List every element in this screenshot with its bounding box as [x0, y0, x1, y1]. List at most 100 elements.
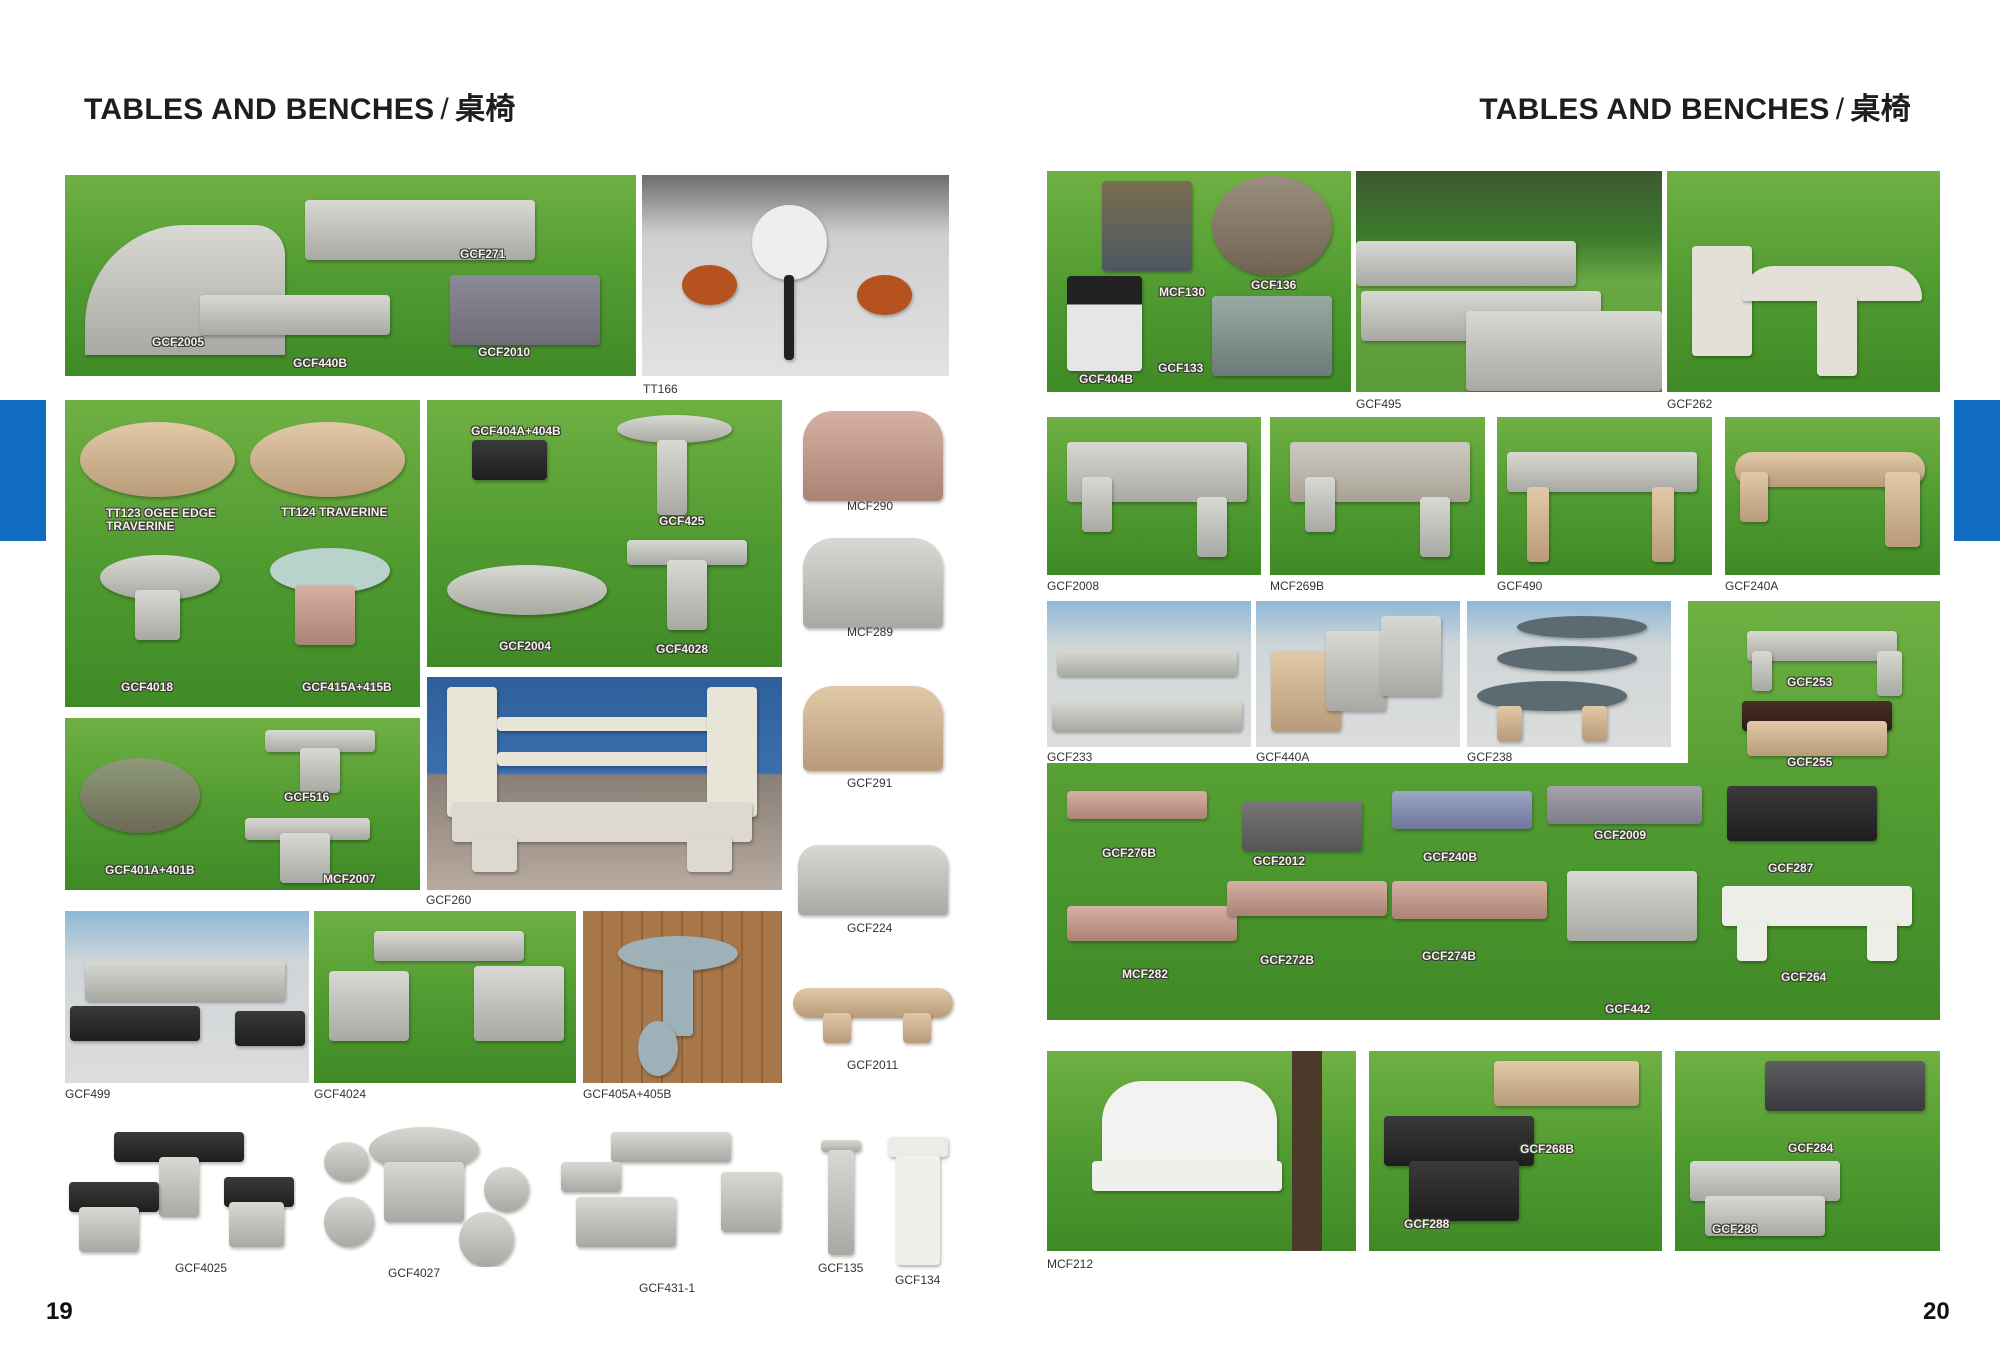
title-text: TABLES AND BENCHES	[1479, 93, 1830, 126]
product-photo-gcf262	[1667, 171, 1940, 392]
product-label: GCF240B	[1423, 850, 1478, 864]
product-label: TT124 TRAVERINE	[281, 505, 388, 519]
product-label: MCF282	[1122, 967, 1169, 981]
product-label: GCF286	[1712, 1222, 1758, 1236]
product-photo-gcf2011	[788, 978, 962, 1058]
product-caption: GCF431-1	[639, 1281, 696, 1295]
product-label: GCF425	[659, 514, 705, 528]
product-label: GCF272B	[1260, 953, 1315, 967]
product-label: GCF401A+401B	[105, 863, 195, 877]
product-label: GCF516	[284, 790, 330, 804]
product-photo-gcf134	[882, 1133, 954, 1273]
product-caption: TT166	[643, 382, 678, 396]
product-caption: GCF134	[895, 1273, 941, 1287]
product-label: MCF130	[1159, 285, 1206, 299]
product-label: GCF4018	[121, 680, 174, 694]
product-photo-stone-stools	[1047, 171, 1351, 392]
product-photo-rock-sets	[65, 718, 420, 890]
product-photo-traverine-tables	[65, 400, 420, 707]
title-chinese: 桌椅	[455, 92, 516, 127]
product-caption: GCF440A	[1256, 750, 1310, 764]
product-caption: MCF269B	[1270, 579, 1325, 593]
product-label: GCF404B	[1079, 372, 1134, 386]
product-label: GCF288	[1404, 1217, 1450, 1231]
product-photo-gcf238	[1467, 601, 1671, 747]
product-label: GCF274B	[1422, 949, 1477, 963]
product-label: GCF2005	[152, 335, 205, 349]
product-label: GCF253	[1787, 675, 1833, 689]
product-label: GCF287	[1768, 861, 1814, 875]
product-label: GCF2004	[499, 639, 552, 653]
product-label: GCF271	[460, 247, 506, 261]
title-separator: /	[440, 93, 450, 126]
product-caption: GCF262	[1667, 397, 1713, 411]
product-photo-mcf289	[788, 533, 962, 648]
title-text: TABLES AND BENCHES	[84, 93, 435, 126]
title-chinese: 桌椅	[1850, 92, 1911, 127]
product-photo-gcf490	[1497, 417, 1712, 575]
product-label: GCF133	[1158, 361, 1204, 375]
product-label: GCF276B	[1102, 846, 1157, 860]
product-caption: GCF495	[1356, 397, 1402, 411]
product-caption: MCF290	[847, 499, 894, 513]
product-label: GCF404A+404B	[471, 424, 561, 438]
product-photo-stump-sets	[427, 400, 782, 667]
product-photo-mcf290	[788, 406, 962, 521]
product-caption: GCF135	[818, 1261, 864, 1275]
product-photo-gcf4024	[314, 911, 576, 1083]
product-caption: MCF289	[847, 625, 894, 639]
page-number-right: 20	[1923, 1298, 1950, 1325]
product-label: GCF442	[1605, 1002, 1651, 1016]
product-photo-benches-grass	[65, 175, 636, 376]
product-photo-gcf2008	[1047, 417, 1261, 575]
title-separator: /	[1835, 93, 1845, 126]
product-photo-mcf212	[1047, 1051, 1356, 1251]
product-label: GCF268B	[1520, 1142, 1575, 1156]
right-page-title: TABLES AND BENCHES/桌椅	[1479, 84, 1911, 128]
product-caption: GCF233	[1047, 750, 1093, 764]
right-section-tab	[1954, 400, 2000, 541]
product-photo-gcf495	[1356, 171, 1662, 392]
product-photo-gcf4027	[314, 1122, 536, 1267]
product-label: MCF2007	[323, 872, 376, 886]
product-photo-gcf431-1	[556, 1122, 784, 1282]
product-caption: GCF4025	[175, 1261, 228, 1275]
product-caption: GCF238	[1467, 750, 1513, 764]
product-photo-gcf405	[583, 911, 782, 1083]
product-label: GCF136	[1251, 278, 1297, 292]
product-photo-gcf224	[788, 840, 962, 940]
product-caption: MCF212	[1047, 1257, 1094, 1271]
product-photo-gcf260	[427, 677, 782, 890]
product-photo-mcf269b	[1270, 417, 1485, 575]
product-label: GCF284	[1788, 1141, 1834, 1155]
page-number-left: 19	[46, 1298, 73, 1325]
product-caption: GCF2008	[1047, 579, 1100, 593]
product-caption: GCF499	[65, 1087, 111, 1101]
product-caption: GCF291	[847, 776, 893, 790]
product-label: GCF2010	[478, 345, 531, 359]
product-label: GCF264	[1781, 970, 1827, 984]
product-caption: GCF490	[1497, 579, 1543, 593]
product-photo-gcf233	[1047, 601, 1251, 747]
product-label: GCF4028	[656, 642, 709, 656]
product-label: GCF2009	[1594, 828, 1647, 842]
product-caption: GCF4024	[314, 1087, 367, 1101]
product-label: GCF2012	[1253, 854, 1306, 868]
product-caption: GCF240A	[1725, 579, 1779, 593]
product-caption: GCF224	[847, 921, 893, 935]
product-photo-bistro-table	[642, 175, 949, 376]
product-photo-gcf288-gcf268b	[1369, 1051, 1662, 1251]
product-caption: GCF2011	[847, 1058, 899, 1072]
product-caption: GCF405A+405B	[583, 1087, 672, 1101]
product-label: GCF415A+415B	[302, 680, 392, 694]
product-photo-gcf440a	[1256, 601, 1460, 747]
product-photo-gcf240a	[1725, 417, 1940, 575]
product-label: TT123 OGEE EDGE TRAVERINE	[106, 506, 217, 533]
product-caption: GCF260	[426, 893, 472, 907]
left-page-title: TABLES AND BENCHES/桌椅	[84, 84, 516, 128]
product-photo-gcf135	[811, 1135, 871, 1260]
product-photo-gcf499	[65, 911, 309, 1083]
product-photo-gcf291	[788, 681, 962, 796]
product-label: GCF255	[1787, 755, 1833, 769]
left-section-tab	[0, 400, 46, 541]
